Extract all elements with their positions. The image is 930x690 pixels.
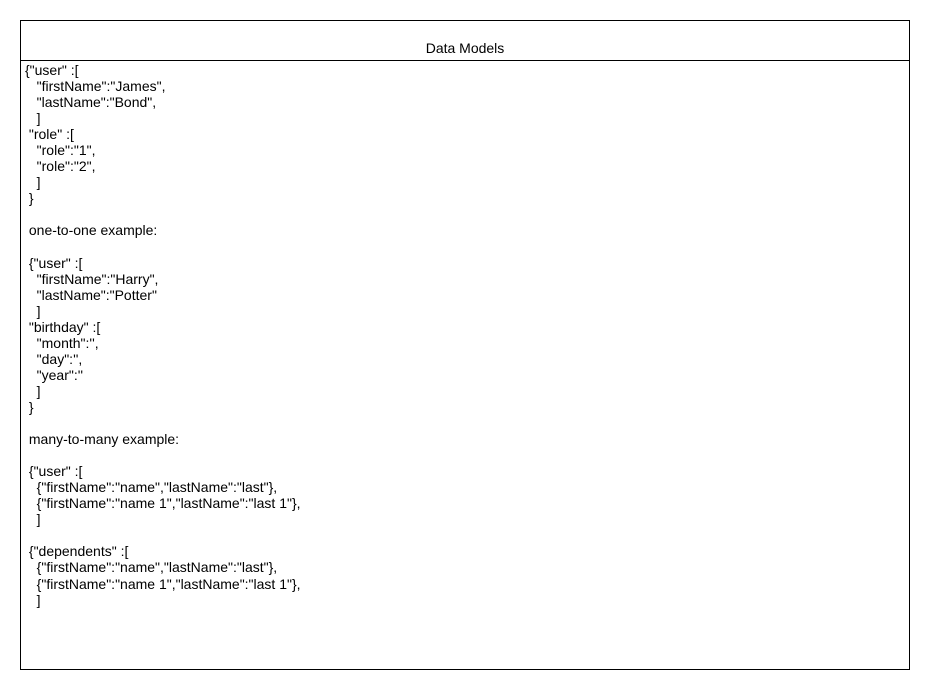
text-line: "role" :[ (25, 126, 74, 143)
text-line: ] (25, 174, 41, 191)
text-line: "month":'', (25, 334, 99, 351)
text-line: } (25, 398, 34, 415)
text-line: {"firstName":"name","lastName":"last"}, (25, 479, 278, 496)
text-line: "day":'', (25, 350, 83, 367)
text-line: {"user" :[ (25, 254, 83, 271)
text-line: ] (25, 511, 41, 528)
text-line: "role":"2", (25, 158, 96, 175)
box-body-text: {"user" :[ "firstName":"James", "lastNam… (25, 62, 301, 608)
data-models-box: Data Models {"user" :[ "firstName":"Jame… (20, 20, 910, 670)
text-line: "birthday" :[ (25, 318, 101, 335)
text-line: ] (25, 591, 41, 608)
text-line (25, 447, 301, 463)
text-line (25, 415, 301, 431)
text-line: ] (25, 302, 41, 319)
text-line: "year":'' (25, 366, 84, 383)
box-header: Data Models (21, 21, 909, 61)
text-line: "lastName":"Potter" (25, 286, 157, 303)
text-line (25, 527, 301, 543)
text-line: {"user" :[ (25, 62, 79, 78)
text-line: {"firstName":"name 1","lastName":"last 1… (25, 575, 301, 592)
text-line: many-to-many example: (25, 431, 180, 448)
text-line: {"firstName":"name","lastName":"last"}, (25, 559, 278, 576)
text-line: ] (25, 110, 41, 127)
text-line: {"dependents" :[ (25, 543, 129, 560)
text-line: "role":"1", (25, 142, 96, 159)
text-line: "lastName":"Bond", (25, 94, 157, 111)
text-line: "firstName":"James", (25, 78, 166, 95)
text-line (25, 206, 301, 222)
text-line: {"firstName":"name 1","lastName":"last 1… (25, 495, 301, 512)
text-line: one-to-one example: (25, 222, 158, 239)
text-line (25, 239, 301, 255)
text-line: ] (25, 382, 41, 399)
text-line: } (25, 190, 34, 207)
text-line: {"user" :[ (25, 463, 83, 480)
box-title: Data Models (425, 40, 505, 56)
text-line: "firstName":"Harry", (25, 270, 159, 287)
